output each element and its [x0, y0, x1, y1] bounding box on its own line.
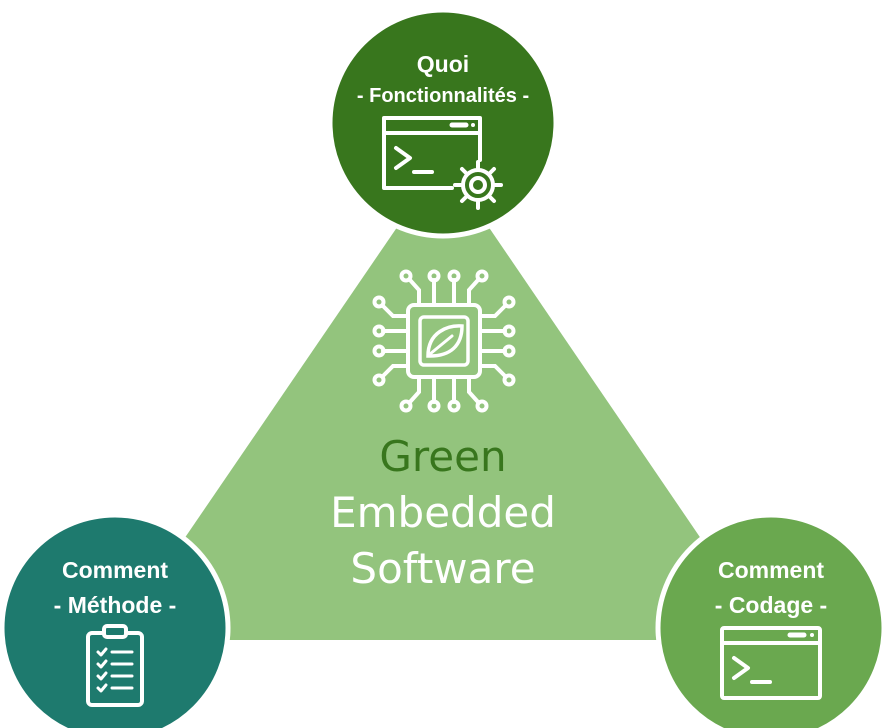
- node-methode-subtitle: - Méthode -: [54, 592, 177, 618]
- center-title-line2: Embedded: [330, 488, 556, 537]
- node-quoi: Quoi - Fonctionnalités -: [327, 7, 559, 239]
- terminal-icon: [720, 626, 822, 700]
- node-methode-title: Comment: [62, 557, 168, 583]
- node-codage: Comment - Codage -: [655, 512, 883, 728]
- node-codage-title: Comment: [718, 557, 824, 583]
- node-codage-subtitle: - Codage -: [715, 592, 827, 618]
- center-title-line1: Green: [379, 432, 506, 481]
- terminal-gear-icon: [382, 116, 503, 210]
- center-title-line3: Software: [350, 544, 535, 593]
- node-quoi-subtitle: - Fonctionnalités -: [357, 85, 529, 107]
- chip-leaf-icon: [372, 269, 516, 413]
- node-quoi-title: Quoi: [417, 51, 469, 77]
- center-triangle: [115, 160, 770, 640]
- clipboard-checklist-icon: [86, 624, 144, 707]
- node-methode: Comment - Méthode -: [0, 512, 231, 728]
